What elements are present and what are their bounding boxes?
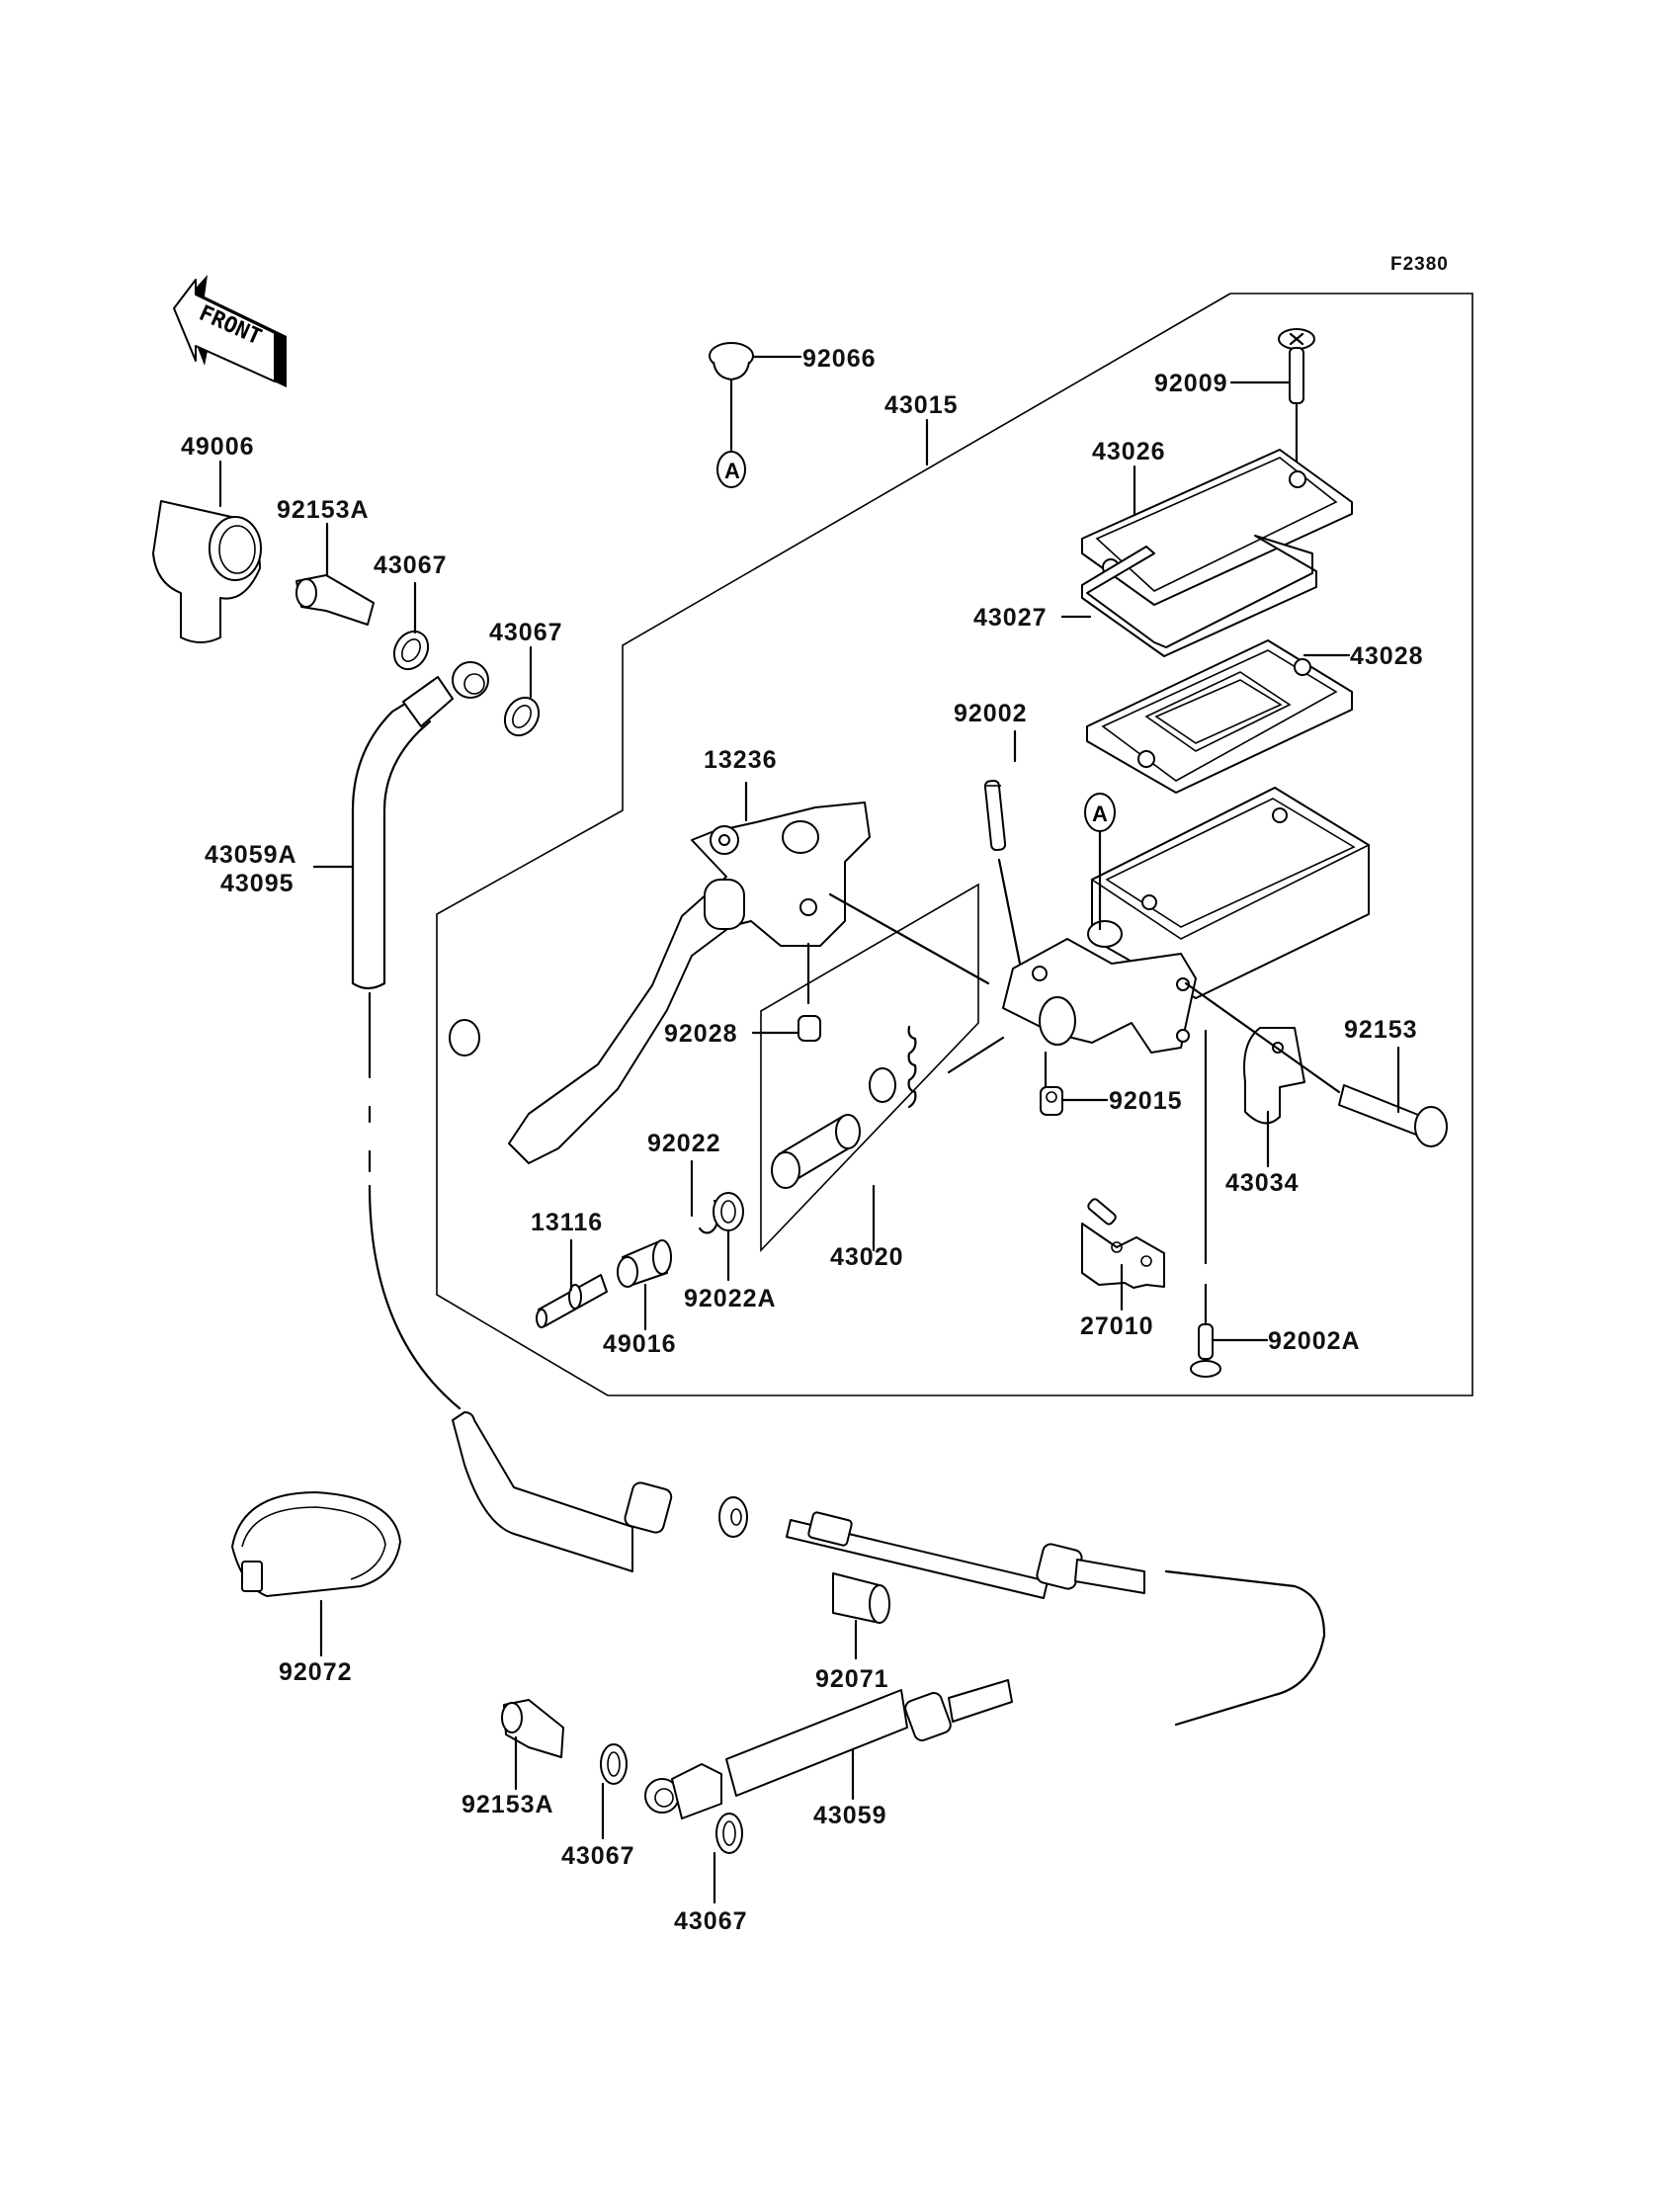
part-13116-pushrod[interactable] xyxy=(536,1238,608,1328)
part-92153A-banjo-bolt-top[interactable] xyxy=(295,522,375,626)
part-92153-bolt[interactable] xyxy=(1184,981,1448,1147)
assembly-outline-43015 xyxy=(436,293,1473,1396)
part-43015-master-cylinder-body[interactable] xyxy=(1002,787,1371,1054)
label-43026[interactable]: 43026 xyxy=(1092,438,1166,465)
label-92022[interactable]: 92022 xyxy=(647,1130,721,1157)
label-49016[interactable]: 49016 xyxy=(603,1330,677,1358)
label-92066[interactable]: 92066 xyxy=(802,345,877,373)
label-92153A-top[interactable]: 92153A xyxy=(277,496,370,524)
part-92009-screw[interactable] xyxy=(1229,328,1315,476)
reference-marker-a: A xyxy=(724,459,740,483)
part-43059A-clutch-hose[interactable] xyxy=(312,661,748,1572)
front-direction-arrow-icon: FRONT xyxy=(173,275,287,387)
part-43028-diaphragm[interactable] xyxy=(1086,639,1353,794)
part-92022A-washer[interactable] xyxy=(713,1192,744,1282)
part-43026-reservoir-cap[interactable] xyxy=(1081,449,1353,606)
part-49006-cap[interactable] xyxy=(152,460,262,643)
part-43020-piston-kit[interactable] xyxy=(771,1025,1005,1252)
part-43059-cable-upper[interactable] xyxy=(786,1511,1326,1727)
figure-id: F2380 xyxy=(1390,254,1449,275)
label-92153A-bottom[interactable]: 92153A xyxy=(462,1791,554,1818)
part-43027-plate[interactable] xyxy=(1060,535,1317,657)
part-92002A-screw[interactable] xyxy=(1190,1283,1269,1378)
label-43059[interactable]: 43059 xyxy=(813,1802,887,1829)
label-92071[interactable]: 92071 xyxy=(815,1665,889,1693)
label-27010[interactable]: 27010 xyxy=(1080,1312,1154,1340)
part-27010-clutch-switch[interactable] xyxy=(1081,1029,1208,1311)
part-43067-washer-c[interactable] xyxy=(600,1743,628,1840)
part-92153A-banjo-bolt-bottom[interactable] xyxy=(501,1699,564,1791)
label-43067-b[interactable]: 43067 xyxy=(489,619,563,646)
label-43020[interactable]: 43020 xyxy=(830,1243,904,1271)
label-92009[interactable]: 92009 xyxy=(1154,370,1228,397)
label-43015[interactable]: 43015 xyxy=(884,391,959,419)
label-92022A[interactable]: 92022A xyxy=(684,1285,777,1312)
label-92153[interactable]: 92153 xyxy=(1344,1016,1418,1044)
part-92028-pin[interactable] xyxy=(751,942,821,1042)
part-13236-clutch-lever[interactable] xyxy=(449,781,990,1164)
part-92066-reservoir-plug[interactable]: A xyxy=(709,342,802,488)
label-92002A[interactable]: 92002A xyxy=(1268,1327,1361,1355)
label-92072[interactable]: 92072 xyxy=(279,1658,353,1686)
label-43028[interactable]: 43028 xyxy=(1350,642,1424,670)
label-43027[interactable]: 43027 xyxy=(973,604,1048,632)
part-43067-washer-a[interactable] xyxy=(387,581,435,675)
label-43067-a[interactable]: 43067 xyxy=(374,551,448,579)
svg-text:A: A xyxy=(1092,802,1108,826)
label-13116[interactable]: 13116 xyxy=(531,1209,603,1236)
reference-marker-a-body: A xyxy=(1084,793,1116,931)
label-92028[interactable]: 92028 xyxy=(664,1020,738,1048)
part-92022-circlip[interactable] xyxy=(690,1159,720,1234)
part-43034-clamp[interactable] xyxy=(1243,1027,1305,1168)
label-92002[interactable]: 92002 xyxy=(954,700,1028,727)
subassembly-outline-43020 xyxy=(760,883,979,1252)
label-13236[interactable]: 13236 xyxy=(704,746,778,774)
part-92071-sleeve[interactable] xyxy=(832,1572,890,1660)
label-43095[interactable]: 43095 xyxy=(220,870,294,897)
label-43067-c[interactable]: 43067 xyxy=(561,1842,635,1870)
part-43059-clutch-hose-lower[interactable] xyxy=(644,1679,1013,1819)
label-43059A[interactable]: 43059A xyxy=(205,841,297,869)
part-43067-washer-b[interactable] xyxy=(498,645,546,741)
part-92072-band[interactable] xyxy=(231,1491,401,1657)
part-92002-screw[interactable] xyxy=(983,729,1022,966)
label-92015[interactable]: 92015 xyxy=(1109,1087,1183,1115)
label-43067-d[interactable]: 43067 xyxy=(674,1907,748,1935)
label-49006[interactable]: 49006 xyxy=(181,433,255,461)
label-43034[interactable]: 43034 xyxy=(1225,1169,1300,1197)
part-43067-washer-d[interactable] xyxy=(713,1813,743,1904)
part-92015-nut[interactable] xyxy=(1040,1051,1109,1116)
part-49016-boot[interactable] xyxy=(617,1239,672,1331)
